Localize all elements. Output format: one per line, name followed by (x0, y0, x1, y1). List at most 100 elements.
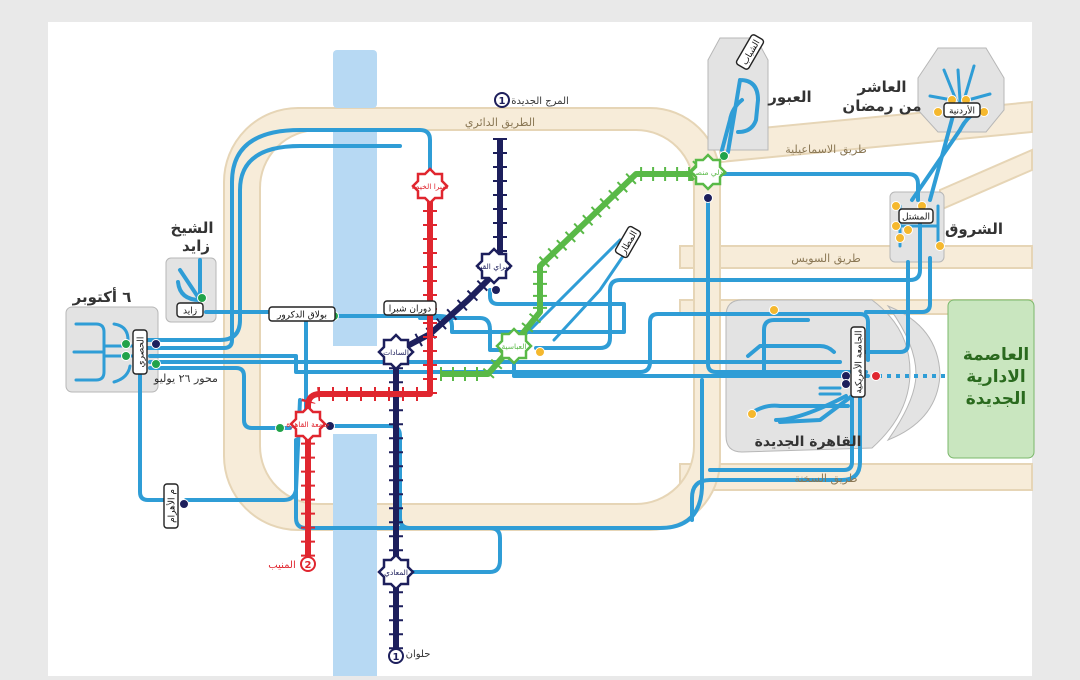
station-box (176, 302, 204, 318)
station-boulaq[interactable]: بولاق الدكرور (268, 306, 336, 322)
yellow-transfer-node[interactable] (933, 107, 943, 117)
station-pyramids[interactable]: م الأهرام (163, 483, 179, 529)
navy-transfer-node[interactable] (841, 379, 851, 389)
region-new-cairo: القاهرة الجديدة (755, 434, 862, 450)
green-transfer-node[interactable] (197, 293, 207, 303)
hub-star-marker (411, 167, 449, 205)
hub-sarayat-qubba[interactable]: سراي القبة (475, 247, 513, 285)
navy-transfer-node[interactable] (703, 193, 713, 203)
hub-star-marker (377, 333, 415, 371)
green-transfer-node[interactable] (121, 351, 131, 361)
hub-label: سراي القبة (476, 262, 511, 271)
station-shabab[interactable]: الشباب (735, 34, 765, 70)
navy-transfer-node[interactable] (179, 499, 189, 509)
station-husary[interactable]: الحصري (132, 329, 148, 375)
green-transfer-node[interactable] (275, 423, 285, 433)
hub-label: السادات (383, 348, 409, 357)
region-october: ٦ أكتوبر (72, 287, 132, 306)
hub-maadi[interactable]: المعادي (377, 553, 415, 591)
station-box (898, 208, 934, 224)
road-labels: الطريق الدائري طريق الاسماعيلية طريق الس… (465, 116, 867, 486)
termini: 1 المرج الجديدة 1 حلوان 2 المنيب (268, 92, 569, 664)
axis-26-july-label: محور ٢٦ يوليو (153, 372, 218, 385)
hub-stations: السادات جامعة القاهرة شبرا الخيمة سراي القب… (286, 153, 728, 591)
hub-label: المعادي (384, 568, 408, 577)
yellow-transfer-node[interactable] (747, 409, 757, 419)
station-box (132, 329, 148, 375)
station-box (850, 326, 866, 398)
region-obour: العبور (767, 88, 811, 106)
yellow-transfer-node[interactable] (979, 107, 989, 117)
hub-label: عدلي منصور (687, 168, 728, 177)
green-transfer-node[interactable] (719, 151, 729, 161)
yellow-transfer-node[interactable] (903, 225, 913, 235)
terminus-moneeb: المنيب (268, 560, 295, 571)
district-tenth (917, 47, 1005, 133)
region-tenth-2: من رمضان (842, 97, 921, 115)
station-label: المشتل (902, 213, 930, 223)
yellow-transfer-node[interactable] (769, 305, 779, 315)
station-box (614, 225, 642, 259)
station-label: زايد (183, 307, 197, 317)
terminus-badge-l2 (300, 556, 316, 572)
hub-cairo-univ[interactable]: جامعة القاهرة (286, 405, 330, 443)
yellow-transfer-node[interactable] (891, 221, 901, 231)
green-transfer-node[interactable] (151, 359, 161, 369)
region-capital-2: الادارية (966, 367, 1026, 387)
region-zayed-2: زايد (182, 237, 210, 255)
yellow-transfer-node[interactable] (895, 233, 905, 243)
ring-road-label: الطريق الدائري (465, 116, 535, 130)
terminus-badge-l1-north-num: 1 (499, 96, 506, 107)
sokhna-road-label: طريق السخنة (794, 472, 857, 486)
station-dawaran-shubra[interactable]: دوران شبرا (383, 300, 437, 316)
hub-star-marker (689, 153, 727, 191)
station-label: دوران شبرا (389, 305, 431, 315)
terminus-new-marg: المرج الجديدة (511, 96, 569, 107)
region-labels: ٦ أكتوبر الشيخ زايد العبور العاشر من رمض… (72, 78, 1030, 450)
red-transfer-node[interactable] (871, 371, 881, 381)
terminus-badge-l1-south (388, 648, 404, 664)
yellow-transfer-node[interactable] (935, 241, 945, 251)
yellow-transfer-node[interactable] (891, 201, 901, 211)
ismailia-road-label: طريق الاسماعيلية (785, 143, 867, 157)
terminus-badge-l1-north (494, 92, 510, 108)
hub-abbasiya[interactable]: العباسية (495, 327, 533, 365)
hub-star-marker (377, 553, 415, 591)
hub-adly-mansour[interactable]: عدلي منصور (687, 153, 728, 191)
region-capital-3: الجديدة (966, 389, 1027, 409)
terminus-badge-l2-num: 2 (305, 560, 312, 571)
navy-transfer-node[interactable] (491, 285, 501, 295)
station-box (268, 306, 336, 322)
hub-shubra-kheima[interactable]: شبرا الخيمة (411, 167, 449, 205)
region-tenth-1: العاشر (857, 78, 907, 96)
hub-sadat[interactable]: السادات (377, 333, 415, 371)
yellow-transfer-node[interactable] (535, 347, 545, 357)
station-label: الجامعة الأمريكية (853, 330, 865, 393)
suez-road-label: طريق السويس (791, 252, 861, 266)
station-box (943, 102, 981, 118)
region-shorouk: الشروق (945, 220, 1003, 238)
station-label: م الأهرام (166, 489, 178, 523)
terminus-badge-l1-south-num: 1 (393, 652, 400, 663)
navy-transfer-node[interactable] (325, 421, 335, 431)
navy-transfer-node[interactable] (151, 339, 161, 349)
hub-star-marker (475, 247, 513, 285)
district-new-capital (947, 299, 1035, 459)
hub-label: العباسية (501, 342, 526, 351)
hub-star-marker (495, 327, 533, 365)
station-zayed[interactable]: زايد (176, 302, 204, 318)
station-box (163, 483, 179, 529)
station-mashtal[interactable]: المشتل (898, 208, 934, 224)
station-american-univ[interactable]: الجامعة الأمريكية (850, 326, 866, 398)
boxed-stations: الحصري زايد م الأهرام الشباب الأردنية المشتل ا… (132, 34, 981, 529)
terminus-helwan: حلوان (406, 649, 431, 660)
station-box (735, 34, 765, 70)
station-jordanian[interactable]: الأردنية (943, 102, 981, 118)
hub-label: جامعة القاهرة (286, 420, 330, 429)
region-zayed-1: الشيخ (171, 219, 214, 237)
green-transfer-node[interactable] (121, 339, 131, 349)
metro-line-1 (389, 138, 507, 660)
hub-label: شبرا الخيمة (412, 182, 449, 191)
